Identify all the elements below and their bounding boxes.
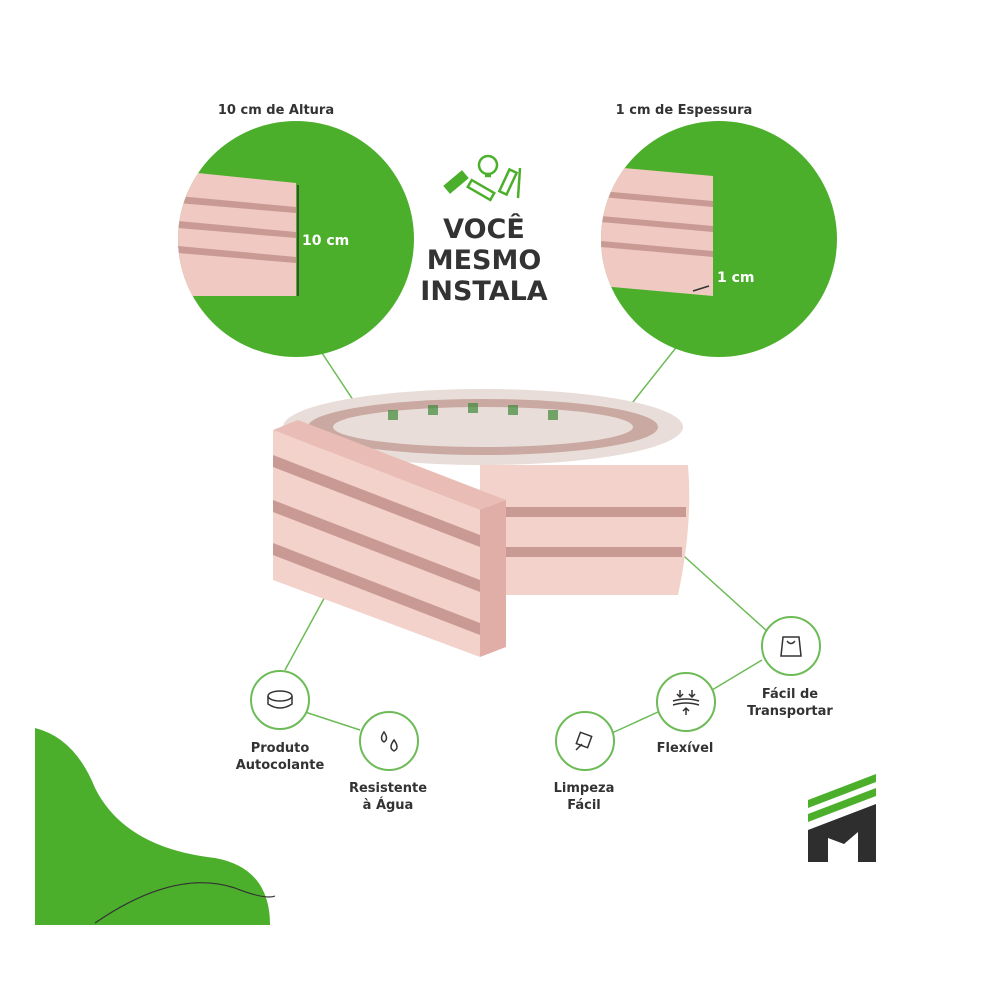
headline: VOCÊ MESMO INSTALA: [404, 214, 564, 307]
headline-line: MESMO: [426, 245, 542, 276]
baseboard-roll-image: [273, 389, 690, 657]
bag-icon: [780, 636, 802, 657]
height-detail-circle: 10 cm: [178, 121, 414, 357]
feature-label-line: à Água: [362, 798, 414, 813]
water-drops-icon: [380, 730, 398, 752]
brand-logo: [808, 774, 876, 862]
feature-label-line: Flexível: [656, 741, 714, 756]
height-measure: 10 cm: [302, 233, 350, 249]
feature-icon-circle: [761, 616, 821, 676]
feature-label-line: Fácil de: [761, 687, 819, 702]
feature-label: Resistente à Água: [328, 780, 448, 814]
strip-edge-closeup: [601, 166, 713, 296]
cleaning-hand-icon: [575, 731, 593, 751]
feature-icon-circle: [250, 670, 310, 730]
strip-closeup: [178, 171, 299, 296]
feature-label-line: Resistente: [348, 781, 428, 796]
feature-label-line: Transportar: [747, 704, 833, 719]
thickness-measure: 1 cm: [717, 270, 755, 286]
feature-label-line: Fácil: [567, 798, 601, 813]
feature-icon-circle: [359, 711, 419, 771]
feature-label-line: Autocolante: [235, 758, 325, 773]
decorative-green-blob: [35, 728, 275, 925]
flex-arrows-icon: [672, 690, 700, 715]
tape-roll-icon: [267, 690, 293, 709]
feature-label-line: Produto: [250, 741, 310, 756]
feature-icon-circle: [656, 672, 716, 732]
feature-label: Flexível: [625, 740, 745, 757]
headline-line: INSTALA: [420, 276, 548, 307]
thickness-detail-circle: 1 cm: [601, 121, 837, 357]
diy-tools-icon: [443, 154, 522, 202]
feature-label: Fácil de Transportar: [730, 686, 850, 720]
feature-icon-circle: [555, 711, 615, 771]
height-title: 10 cm de Altura: [217, 103, 335, 118]
thickness-title: 1 cm de Espessura: [615, 103, 753, 118]
feature-label-line: Limpeza: [553, 781, 615, 796]
headline-line: VOCÊ: [443, 214, 525, 245]
